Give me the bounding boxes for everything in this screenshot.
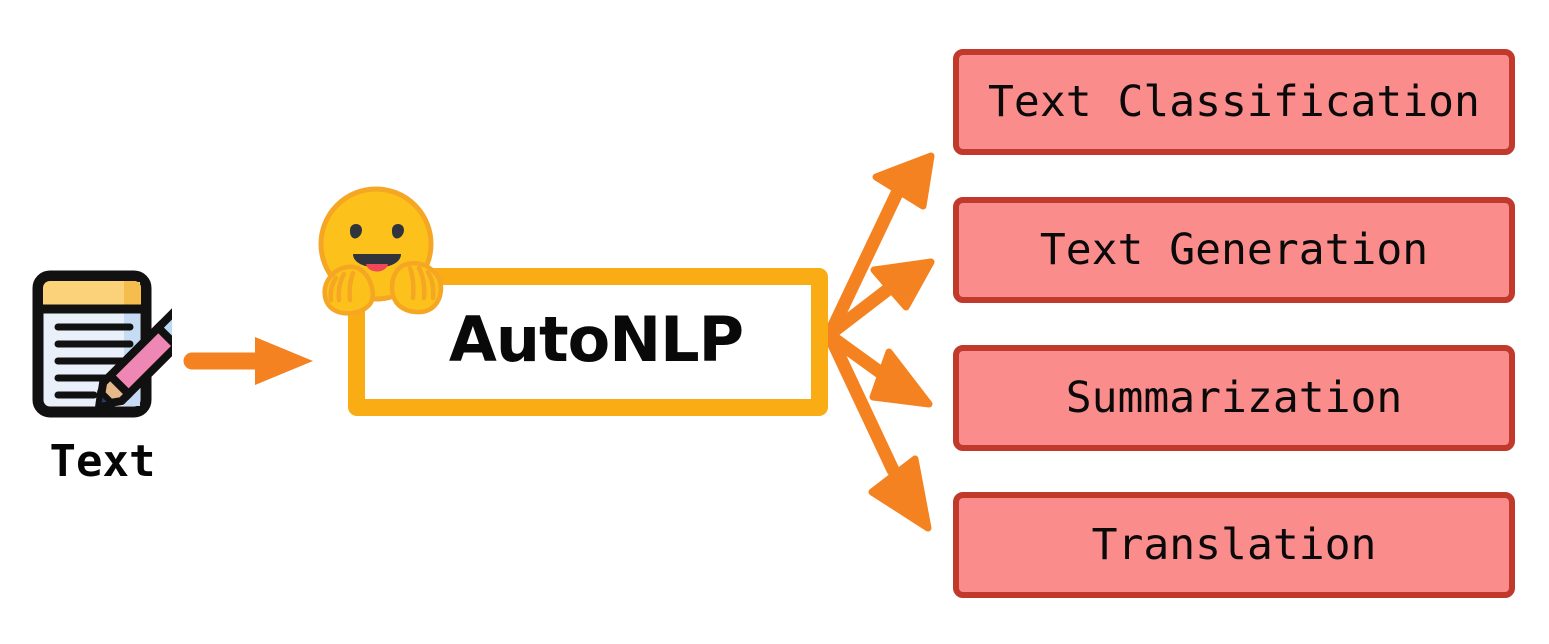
task-label: Text Classification (988, 76, 1480, 127)
autonlp-box[interactable]: AutoNLP (348, 268, 828, 416)
source-node: Text (20, 270, 185, 500)
arrow-to-text-classification (823, 152, 935, 341)
memo-with-pencil-icon (32, 270, 172, 418)
autonlp-label: AutoNLP (448, 303, 744, 376)
hugging-face-emoji (318, 186, 444, 316)
arrow-text-to-autonlp (183, 337, 313, 385)
task-label: Summarization (1065, 372, 1403, 423)
arrow-to-text-generation (823, 258, 935, 341)
task-box-translation[interactable]: Translation (953, 492, 1515, 598)
task-label: Translation (1091, 519, 1377, 570)
arrow-to-translation (823, 329, 932, 532)
task-box-text-classification[interactable]: Text Classification (953, 49, 1515, 155)
task-label: Text Generation (1039, 224, 1429, 275)
source-label: Text (49, 436, 156, 487)
task-box-summarization[interactable]: Summarization (953, 345, 1515, 451)
task-box-text-generation[interactable]: Text Generation (953, 197, 1515, 303)
arrow-to-summarization (823, 329, 933, 408)
